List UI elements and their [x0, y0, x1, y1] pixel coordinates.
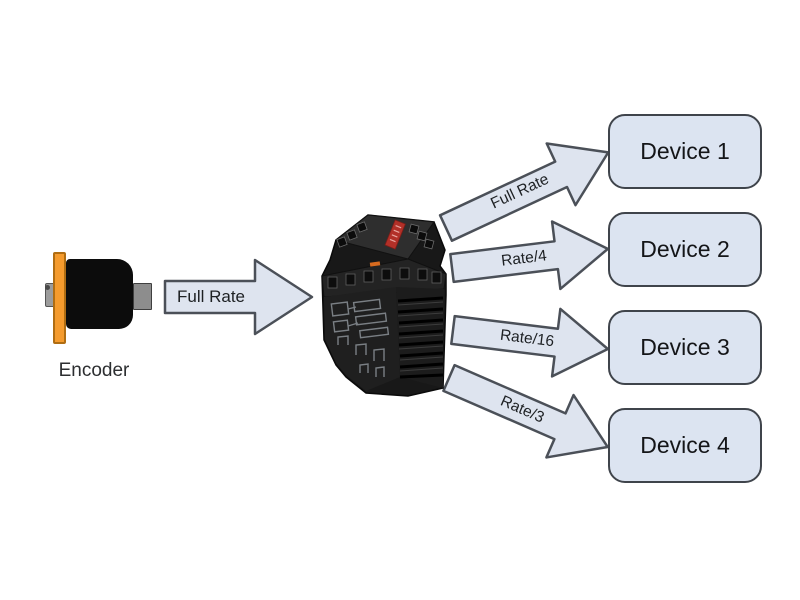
module-band-terminals — [327, 267, 442, 289]
output-arrow-3-shape — [450, 307, 610, 378]
module-top-terminals — [336, 221, 435, 250]
device-box-1: Device 1 — [608, 114, 762, 189]
output-arrow-4-shape — [442, 363, 609, 459]
encoder-body — [66, 259, 133, 329]
device-box-4: Device 4 — [608, 408, 762, 483]
output-arrow-2-shape — [449, 220, 610, 291]
splitter-module-graphic — [321, 214, 447, 397]
module-front-markings — [330, 298, 390, 377]
encoder-screw — [45, 285, 50, 290]
module-red-label — [384, 219, 406, 250]
input-arrow-label: Full Rate — [176, 287, 246, 306]
module-front-face — [324, 287, 400, 391]
device-3-label: Device 3 — [640, 334, 730, 360]
encoder-orange-strip — [53, 252, 66, 344]
encoder-connector — [133, 283, 152, 310]
output-arrow-1-shape — [438, 142, 610, 242]
input-arrow-shape — [163, 258, 314, 336]
module-logo-mark — [369, 261, 381, 267]
device-4-label: Device 4 — [640, 432, 730, 458]
device-box-3: Device 3 — [608, 310, 762, 385]
device-2-label: Device 2 — [640, 236, 730, 262]
device-1-label: Device 1 — [640, 138, 730, 164]
device-box-2: Device 2 — [608, 212, 762, 287]
module-ridges — [397, 296, 444, 379]
encoder-label: Encoder — [58, 360, 130, 381]
